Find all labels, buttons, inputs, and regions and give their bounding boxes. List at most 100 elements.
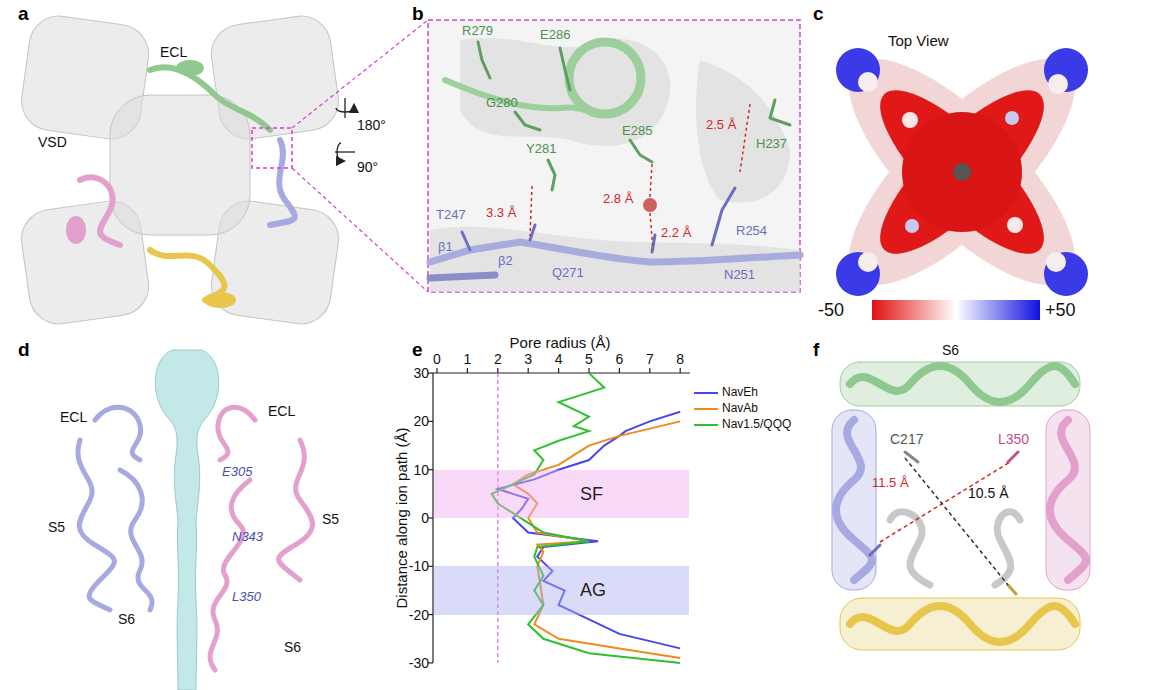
- drawing-part: [530, 225, 535, 240]
- drawing-part: [859, 69, 1065, 275]
- tick-label: 2: [494, 352, 502, 366]
- drawing-part: [150, 250, 224, 300]
- drawing-part: [530, 186, 532, 236]
- side-chain: [462, 42, 790, 252]
- radius-curve: [492, 373, 681, 663]
- residue-label: E305: [222, 465, 252, 478]
- drawing-part: [817, 27, 1107, 317]
- helix-label: S5: [322, 512, 339, 526]
- drawing-part: [344, 98, 345, 118]
- drawing-part: [430, 242, 800, 262]
- strand-label: β2: [498, 254, 513, 267]
- residue-label: C217: [890, 432, 923, 446]
- distance-line: [880, 462, 1010, 542]
- drawing-part: [569, 42, 641, 114]
- distance-line: [530, 104, 750, 250]
- view-label: Top View: [888, 33, 949, 48]
- drawing-part: [66, 216, 86, 244]
- rotation-icon: [335, 98, 355, 161]
- drawing-part: [650, 164, 652, 197]
- residue-label: R254: [736, 224, 767, 237]
- residue-label: Y281: [526, 142, 556, 155]
- drawing-part: [270, 140, 295, 225]
- drawing-part: [150, 67, 270, 130]
- legend-swatch: [694, 424, 718, 426]
- drawing-part: [433, 372, 690, 373]
- region-label: ECL: [160, 45, 187, 59]
- density: [430, 38, 800, 292]
- drawing-part: [902, 112, 918, 128]
- drawing-part: [110, 95, 250, 235]
- tick-label: 4: [555, 352, 563, 366]
- drawing-part: [1044, 252, 1088, 296]
- drawing-part: [859, 69, 1065, 275]
- drawing-part: [836, 252, 880, 296]
- residue-label: R279: [462, 24, 493, 37]
- panel-letter: f: [813, 340, 819, 359]
- tick-label: 5: [585, 352, 593, 366]
- drawing-part: [1005, 111, 1019, 125]
- drawing-part: [460, 38, 670, 146]
- axis-title: Pore radius (Å): [510, 335, 611, 350]
- drawing-part: [478, 42, 490, 78]
- distance-label: 2.2 Å: [661, 226, 691, 239]
- tick-label: -10: [409, 559, 429, 573]
- panel-letter: b: [412, 4, 424, 23]
- residue-label: N251: [724, 268, 755, 281]
- drawing-part: [680, 368, 681, 373]
- color-bar: [872, 300, 1040, 320]
- drawing-part: [1008, 585, 1016, 594]
- drawing-part: [649, 368, 650, 373]
- drawing-part: [770, 100, 790, 125]
- drawing-part: [858, 72, 878, 92]
- region-label: ECL: [268, 404, 295, 418]
- region-label: ECL: [60, 410, 87, 424]
- distance-label: 10.5 Å: [968, 486, 1008, 500]
- panel-letter: d: [18, 340, 30, 359]
- drawing-part: [902, 112, 1022, 232]
- zoom-line: [292, 20, 428, 128]
- drawing-part: [1050, 420, 1086, 580]
- distance-label: 3.3 Å: [486, 206, 516, 219]
- rotation-label: 180°: [357, 118, 386, 132]
- helix-label: S6: [118, 612, 135, 626]
- panel-letter: c: [813, 4, 824, 23]
- drawing-part: [836, 420, 872, 580]
- drawing-part: [1046, 252, 1066, 272]
- tick-label: 30: [413, 366, 429, 380]
- drawing-part: [120, 470, 152, 610]
- radius-curve: [513, 421, 680, 658]
- drawing-part: [515, 112, 540, 130]
- drawing-part: [210, 480, 250, 670]
- drawing-part: [445, 80, 600, 114]
- water-sphere: [643, 198, 657, 212]
- axis: [428, 368, 690, 663]
- drawing-part: [696, 60, 790, 203]
- helix-label: S6: [284, 640, 301, 654]
- ribbon: [78, 407, 313, 670]
- residue-label: L350: [998, 432, 1029, 446]
- drawing-part: [840, 362, 1080, 406]
- zoom-line: [292, 168, 428, 292]
- drawing-part: [218, 407, 255, 460]
- drawing-part: [1046, 410, 1090, 590]
- drawing-part: [712, 188, 735, 245]
- drawing-part: [548, 160, 555, 190]
- drawing-part: [588, 368, 589, 373]
- legend-text: Nav1.5/QQQ: [722, 418, 791, 430]
- panel-letter: a: [18, 4, 29, 23]
- helix: [832, 362, 1090, 650]
- residue-label: L350: [232, 590, 261, 603]
- drawing-part: [1007, 217, 1023, 233]
- residue-label: Q271: [552, 266, 584, 279]
- drawing-part: [430, 275, 495, 278]
- drawing-part: [858, 252, 878, 272]
- residue-label: G280: [486, 96, 518, 109]
- distance-label: 2.8 Å: [603, 192, 633, 205]
- ag-band: AG: [434, 566, 689, 614]
- tick-label: 1: [463, 352, 471, 366]
- scale-label: +50: [1045, 301, 1076, 319]
- drawing-part: [462, 232, 470, 250]
- tick-label: 7: [646, 352, 654, 366]
- panel-letter: e: [412, 340, 423, 359]
